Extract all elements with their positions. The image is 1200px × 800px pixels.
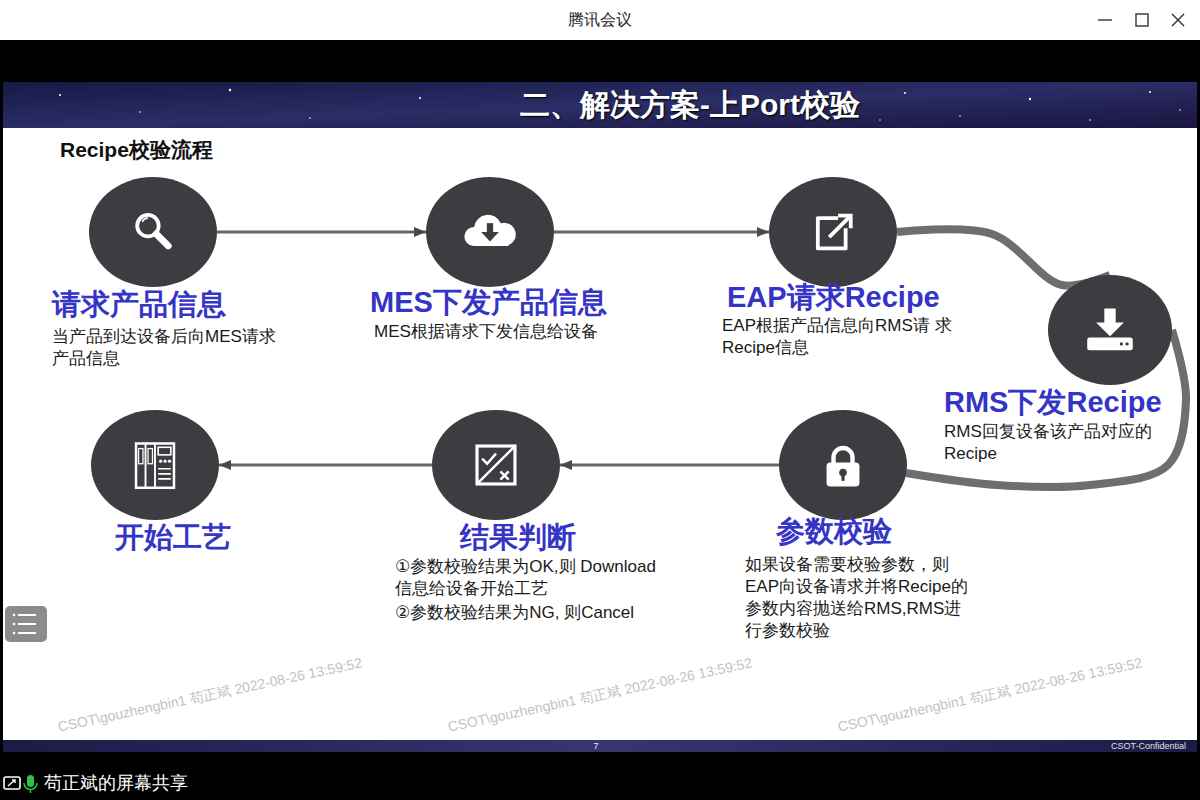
watermark: CSOT\gouzhengbin1 苟正斌 2022-08-26 13:59:5… (446, 655, 753, 736)
flow-arrow (560, 464, 779, 467)
window-buttons (1098, 14, 1184, 26)
step-heading: 开始工艺 (115, 520, 231, 555)
meeting-area (0, 40, 1200, 800)
step-circle (769, 177, 897, 287)
step-heading: 结果判断 (460, 520, 576, 555)
process-step: RMS下发RecipeRMS回复设备该产品对应的 Recipe (944, 275, 1200, 470)
step-circle (426, 177, 554, 287)
slide (3, 82, 1197, 752)
flow-arrow (217, 231, 426, 234)
page-number: 7 (593, 741, 598, 752)
section-heading: Recipe校验流程 (60, 137, 213, 162)
watermark: CSOT\gouzhengbin1 苟正斌 2022-08-26 13:59:5… (56, 655, 363, 736)
step-description: ②参数校验结果为NG, 则Cancel (395, 602, 657, 624)
slide-header-band (3, 82, 1197, 128)
step-heading: 请求产品信息 (52, 287, 226, 322)
step-icon (477, 446, 515, 484)
flow-arc (897, 229, 1110, 285)
flow-arrow (554, 231, 769, 234)
step-circle (89, 177, 217, 287)
share-status: 苟正斌的屏幕共享 (44, 773, 188, 795)
step-icon (827, 448, 860, 487)
step-description: 当产品到达设备后向MES请求 产品信息 (52, 326, 284, 370)
process-step: 结果判断①参数校验结果为OK,则 Download信息给设备开始工艺②参数校验结… (395, 410, 720, 629)
step-description: MES根据请求下发信息给设备 (374, 321, 664, 343)
step-description: ①参数校验结果为OK,则 Download信息给设备开始工艺 (395, 556, 657, 600)
step-heading: MES下发产品信息 (370, 285, 607, 320)
side-menu-button (5, 606, 47, 642)
process-step: 请求产品信息当产品到达设备后向MES请求 产品信息 (52, 177, 312, 375)
process-step: 参数校验如果设备需要校验参数，则 EAP向设备请求并将Recipe的 参数内容抛… (745, 410, 1036, 647)
step-icon (464, 215, 515, 246)
step-icon (137, 215, 168, 246)
step-icon (136, 443, 174, 487)
step-circle (779, 410, 907, 520)
flow-arrow (219, 464, 432, 467)
slide-footer-band (3, 740, 1197, 752)
slide-title: 二、解决方案-上Port校验 (520, 85, 860, 126)
step-circle (1048, 275, 1172, 385)
step-heading: EAP请求Recipe (727, 280, 940, 315)
step-icon (1087, 308, 1133, 350)
process-step: MES下发产品信息MES根据请求下发信息给设备 (370, 177, 664, 348)
watermark: CSOT\gouzhengbin1 苟正斌 2022-08-26 13:59:5… (836, 655, 1143, 736)
step-icon (818, 216, 851, 249)
process-step: EAP请求RecipeEAP根据产品信息向RMS请 求Recipe信息 (722, 177, 987, 364)
step-circle (91, 410, 219, 520)
step-heading: RMS下发Recipe (944, 385, 1162, 420)
step-description: EAP根据产品信息向RMS请 求Recipe信息 (722, 315, 952, 359)
title-bar (0, 0, 1200, 40)
process-step: 开始工艺 (91, 410, 375, 559)
step-description: 如果设备需要校验参数，则 EAP向设备请求并将Recipe的 参数内容抛送给RM… (745, 554, 971, 642)
share-status-icons (4, 775, 37, 793)
step-circle (432, 410, 560, 520)
step-heading: 参数校验 (776, 514, 892, 549)
confidential-mark: CSOT-Confidential (1111, 741, 1186, 752)
window-title: 腾讯会议 (568, 10, 632, 29)
step-description: RMS回复设备该产品对应的 Recipe (944, 421, 1176, 465)
